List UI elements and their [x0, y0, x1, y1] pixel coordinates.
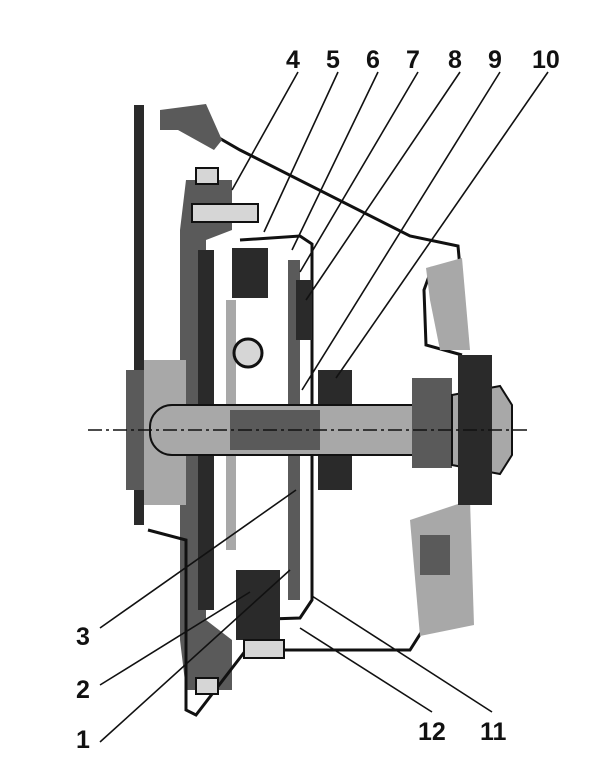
leader-2: [99, 591, 251, 686]
release-fork: [420, 535, 450, 575]
callout-1: 1: [76, 726, 90, 754]
release-bearing-lower: [318, 456, 352, 490]
bolt-upper: [191, 203, 259, 223]
callout-12: 12: [418, 718, 446, 746]
leader-12: [299, 627, 433, 713]
pressure-plate-upper: [232, 248, 268, 298]
bolt-head-top: [195, 167, 219, 185]
leader-7: [299, 71, 419, 273]
leader-3: [99, 489, 297, 629]
pressure-lever: [296, 280, 312, 340]
callout-7: 7: [406, 46, 420, 74]
leader-8: [305, 71, 461, 301]
leader-10: [335, 71, 549, 379]
callout-3: 3: [76, 623, 90, 651]
housing-top-flange: [160, 104, 222, 150]
leader-1: [99, 569, 291, 743]
engine-block-plate: [134, 105, 144, 525]
gearbox-bearing: [412, 378, 452, 468]
callout-11: 11: [480, 718, 507, 746]
leader-6: [291, 71, 379, 251]
release-bearing-upper: [318, 370, 352, 404]
damper-spring: [232, 337, 264, 369]
bolt-head-bottom: [195, 677, 219, 695]
bolt-lower: [243, 639, 285, 659]
leader-4: [231, 71, 299, 191]
callout-10: 10: [532, 46, 560, 74]
callout-4: 4: [286, 46, 300, 74]
housing-right-wall: [426, 258, 470, 350]
leader-5: [263, 71, 339, 233]
leader-9: [301, 71, 501, 391]
callout-6: 6: [366, 46, 380, 74]
pressure-plate-lower: [236, 570, 280, 640]
callout-9: 9: [488, 46, 502, 74]
callout-2: 2: [76, 676, 90, 704]
leader-11: [311, 595, 493, 713]
callout-5: 5: [326, 46, 340, 74]
callout-8: 8: [448, 46, 462, 74]
